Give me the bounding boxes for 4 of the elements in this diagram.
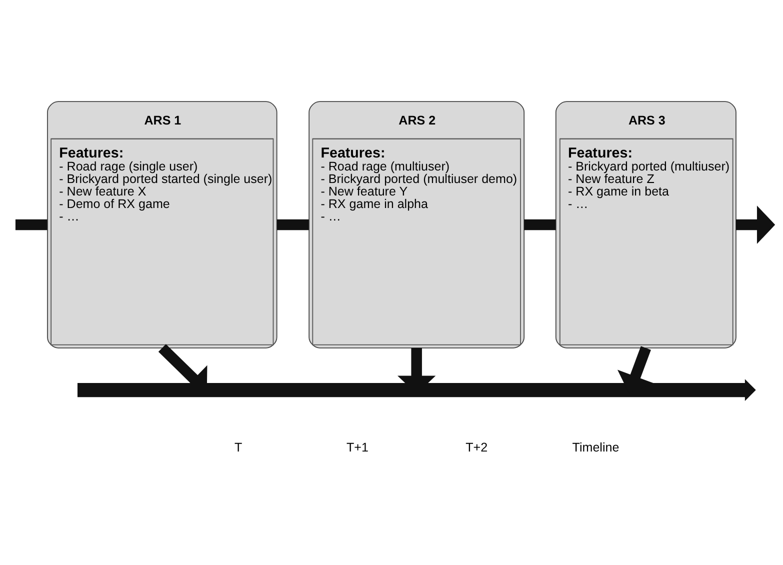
label: T+1 [346,440,368,454]
label: T+2 [466,440,488,454]
label: Timeline [572,440,620,454]
label: T [234,440,242,454]
